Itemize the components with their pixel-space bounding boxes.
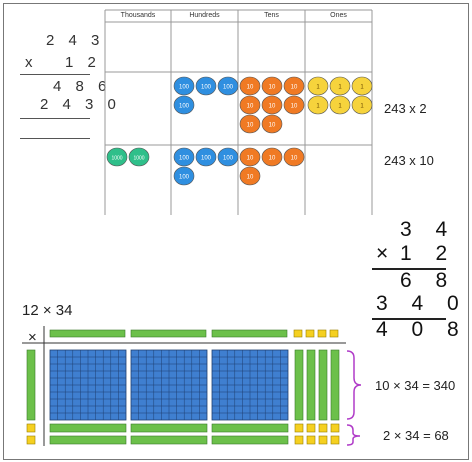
area-label-ten-times: 10 × 34 = 340 xyxy=(375,378,455,393)
unit-cube xyxy=(27,424,35,432)
ten-rod xyxy=(319,350,327,420)
unit-cube xyxy=(27,436,35,444)
unit-cube xyxy=(306,330,314,337)
ten-rod xyxy=(331,350,339,420)
unit-cube xyxy=(318,330,326,337)
ten-rod xyxy=(50,330,125,337)
unit-cube xyxy=(319,424,327,432)
unit-cube xyxy=(295,436,303,444)
area-label-two-times: 2 × 34 = 68 xyxy=(383,428,449,443)
unit-cube xyxy=(319,436,327,444)
unit-cube xyxy=(295,424,303,432)
ten-rod xyxy=(212,436,288,444)
unit-cube xyxy=(307,436,315,444)
brace-ten xyxy=(347,351,361,419)
ten-rod xyxy=(131,424,207,432)
ten-rod xyxy=(131,436,207,444)
ten-rod xyxy=(212,330,287,337)
ten-rod xyxy=(212,424,288,432)
brace-two xyxy=(347,425,360,445)
ten-rod xyxy=(131,330,206,337)
unit-cube xyxy=(294,330,302,337)
ten-rod xyxy=(27,350,35,420)
hundred-flat xyxy=(50,350,126,420)
ten-rod xyxy=(295,350,303,420)
unit-cube xyxy=(331,436,339,444)
ten-rod xyxy=(50,436,126,444)
unit-cube xyxy=(331,424,339,432)
hundred-flat xyxy=(131,350,207,420)
unit-cube xyxy=(330,330,338,337)
ten-rod xyxy=(50,424,126,432)
hundred-flat xyxy=(212,350,288,420)
unit-cube xyxy=(307,424,315,432)
ten-rod xyxy=(307,350,315,420)
